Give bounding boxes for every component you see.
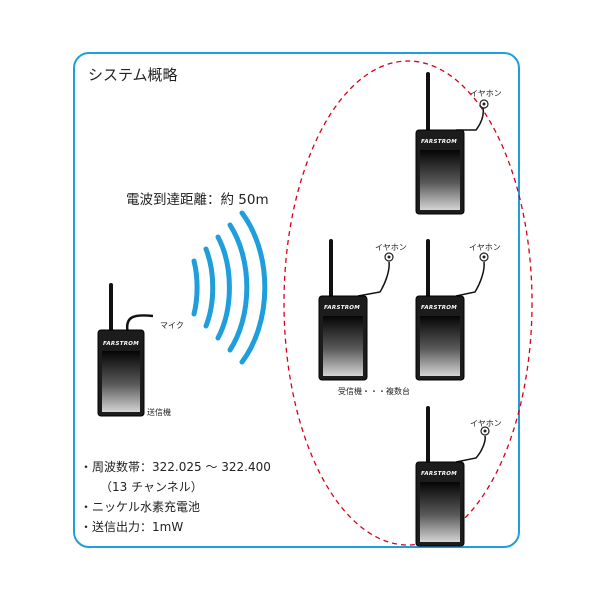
receiver-device-2: FARSTROM bbox=[318, 239, 394, 381]
receiver-brand: FARSTROM bbox=[421, 139, 457, 145]
wave-arc-2 bbox=[203, 246, 216, 329]
earphone-label: イヤホン bbox=[470, 419, 502, 428]
spec-channels: （13 チャンネル） bbox=[100, 480, 203, 494]
receiver-screen bbox=[420, 316, 460, 376]
receiver-device-3: FARSTROM bbox=[415, 239, 489, 381]
wave-arc-1 bbox=[191, 258, 200, 317]
earphone-label: イヤホン bbox=[375, 243, 407, 252]
spec-output: ・送信出力：1mW bbox=[80, 520, 184, 534]
receiver-screen bbox=[420, 150, 460, 210]
receiver-brand: FARSTROM bbox=[421, 305, 457, 311]
transmitter-screen bbox=[102, 351, 140, 412]
diagram-title: システム概略 bbox=[88, 66, 178, 84]
receiver-device-1: FARSTROM bbox=[415, 72, 489, 215]
receiver-brand: FARSTROM bbox=[324, 305, 360, 311]
receiver-caption: 受信機・・・複数台 bbox=[338, 387, 410, 396]
receiver-brand: FARSTROM bbox=[421, 471, 457, 477]
earphone-cable bbox=[357, 261, 390, 297]
spec-frequency: ・周波数帯：322.025 ～ 322.400 bbox=[80, 460, 271, 474]
mic-label: マイク bbox=[160, 321, 184, 330]
spec-list: ・周波数帯：322.025 ～ 322.400 （13 チャンネル） ・ニッケル… bbox=[80, 457, 271, 537]
transmitter-device: FARSTROM bbox=[97, 283, 154, 417]
transmitter-brand: FARSTROM bbox=[103, 341, 139, 347]
earphone-cable bbox=[456, 107, 484, 131]
receiver-group-ellipse bbox=[283, 60, 533, 546]
transmitter-caption: 送信機 bbox=[147, 408, 171, 417]
earphone-cable bbox=[455, 261, 485, 297]
wave-arc-4 bbox=[227, 222, 250, 353]
range-label: 電波到達距離：約 50m bbox=[126, 192, 269, 208]
earphone-label: イヤホン bbox=[470, 89, 502, 98]
spec-battery: ・ニッケル水素充電池 bbox=[80, 500, 201, 514]
radio-waves bbox=[191, 210, 268, 365]
receiver-screen bbox=[420, 482, 460, 542]
wave-arc-5 bbox=[239, 210, 268, 365]
receiver-device-4: FARSTROM bbox=[415, 406, 490, 547]
earphone-cable bbox=[455, 435, 486, 463]
earphone-label: イヤホン bbox=[469, 243, 501, 252]
receiver-screen bbox=[323, 316, 363, 376]
diagram-frame bbox=[73, 52, 520, 548]
wave-arc-3 bbox=[215, 234, 232, 341]
